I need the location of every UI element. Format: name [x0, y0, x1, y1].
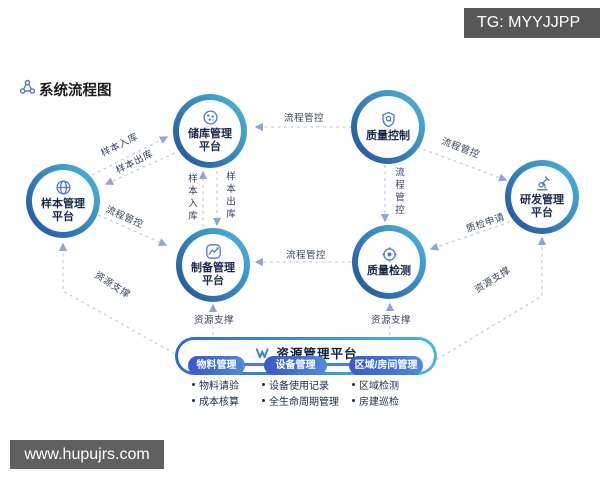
node-storage-management: 储库管理 平台: [173, 94, 247, 168]
edge-label-process-control: 流程管控: [393, 167, 404, 217]
pill-area-room-management: 区域/房间管理: [349, 356, 423, 375]
microscope-icon: [536, 175, 550, 190]
bullet-dot: [192, 398, 195, 402]
wave-icon: [256, 347, 270, 358]
target-icon: [381, 247, 397, 262]
list-item-label: 区域检测: [359, 380, 399, 392]
node-label: 平台: [531, 206, 553, 219]
edge-label-resource-support: 资源支撑: [369, 312, 414, 326]
list-item: 全生命周期管理: [262, 392, 339, 408]
node-label: 质量检测: [367, 265, 411, 277]
tg-banner: TG: MYYJJPP: [464, 8, 600, 38]
line-chart-icon: [205, 243, 221, 259]
pill-material-management: 物料管理: [188, 356, 245, 375]
petri-dish-icon: [202, 109, 218, 125]
pill-equipment-management: 设备管理: [264, 356, 327, 375]
node-rnd-management: 研发管理 平台: [505, 160, 579, 234]
molecule-icon: [19, 79, 36, 94]
equipment-items: 设备使用记录 全生命周期管理: [262, 376, 339, 408]
bullet-dot: [262, 382, 265, 386]
watermark-banner: www.hupujrs.com: [10, 440, 164, 469]
node-label: 平台: [202, 274, 224, 287]
list-item-label: 全生命周期管理: [269, 396, 339, 408]
node-quality-testing: 质量检测: [352, 225, 426, 299]
node-preparation-management: 制备管理 平台: [176, 228, 250, 302]
node-label: 质量控制: [366, 130, 410, 142]
bullet-dot: [352, 382, 355, 386]
bullet-dot: [262, 398, 265, 402]
list-item: 区域检测: [352, 376, 399, 392]
edge-label-process-control: 流程管控: [284, 113, 325, 124]
list-item: 设备使用记录: [262, 376, 339, 392]
area-room-items: 区域检测 房建巡检: [352, 376, 399, 408]
list-item: 房建巡检: [352, 392, 399, 408]
edge-label-sample-outbound: 样本出库: [224, 171, 235, 221]
page-title: 系统流程图: [39, 83, 112, 99]
edge-label-resource-support: 资源支撑: [192, 312, 237, 326]
list-item: 成本核算: [192, 392, 239, 408]
node-quality-control: 质量控制: [351, 90, 425, 164]
node-label: 样本管理: [41, 197, 85, 210]
node-label: 制备管理: [191, 261, 235, 274]
node-label: 平台: [199, 140, 221, 153]
list-item: 物料请验: [192, 376, 239, 392]
bullet-dot: [192, 382, 195, 386]
list-item-label: 物料请验: [199, 380, 239, 392]
shield-icon: [381, 111, 395, 128]
node-label: 平台: [52, 210, 74, 223]
list-item-label: 房建巡检: [359, 396, 399, 408]
edge-label-process-control: 流程管控: [286, 250, 327, 261]
list-item-label: 设备使用记录: [269, 380, 329, 392]
bullet-dot: [352, 398, 355, 402]
list-item-label: 成本核算: [199, 396, 239, 408]
material-items: 物料请验 成本核算: [192, 376, 239, 408]
node-label: 储库管理: [188, 127, 232, 140]
edge-label-sample-inbound: 样本入库: [186, 173, 197, 223]
globe-icon: [55, 179, 71, 195]
node-label: 研发管理: [520, 193, 564, 206]
node-sample-management: 样本管理 平台: [26, 164, 100, 238]
